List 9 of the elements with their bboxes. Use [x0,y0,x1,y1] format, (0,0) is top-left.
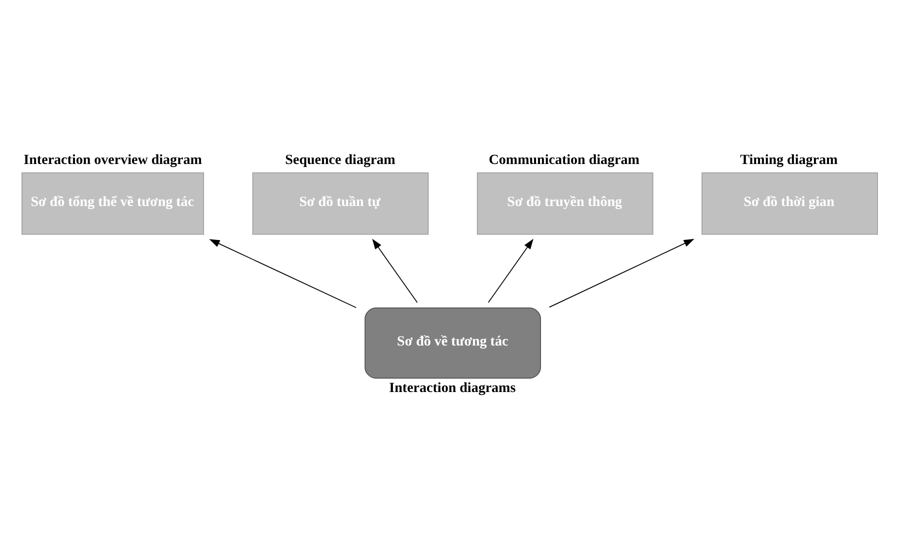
node-label: Communication diagram [488,151,640,168]
node-label: Timing diagram [740,151,838,168]
node-label: Interaction overview diagram [24,151,202,168]
arrow [209,238,357,308]
node-label: Interaction diagrams [389,380,516,396]
arrow [488,238,534,302]
arrow [372,238,418,302]
node-label: Sequence diagram [285,151,396,168]
arrow [548,238,694,308]
